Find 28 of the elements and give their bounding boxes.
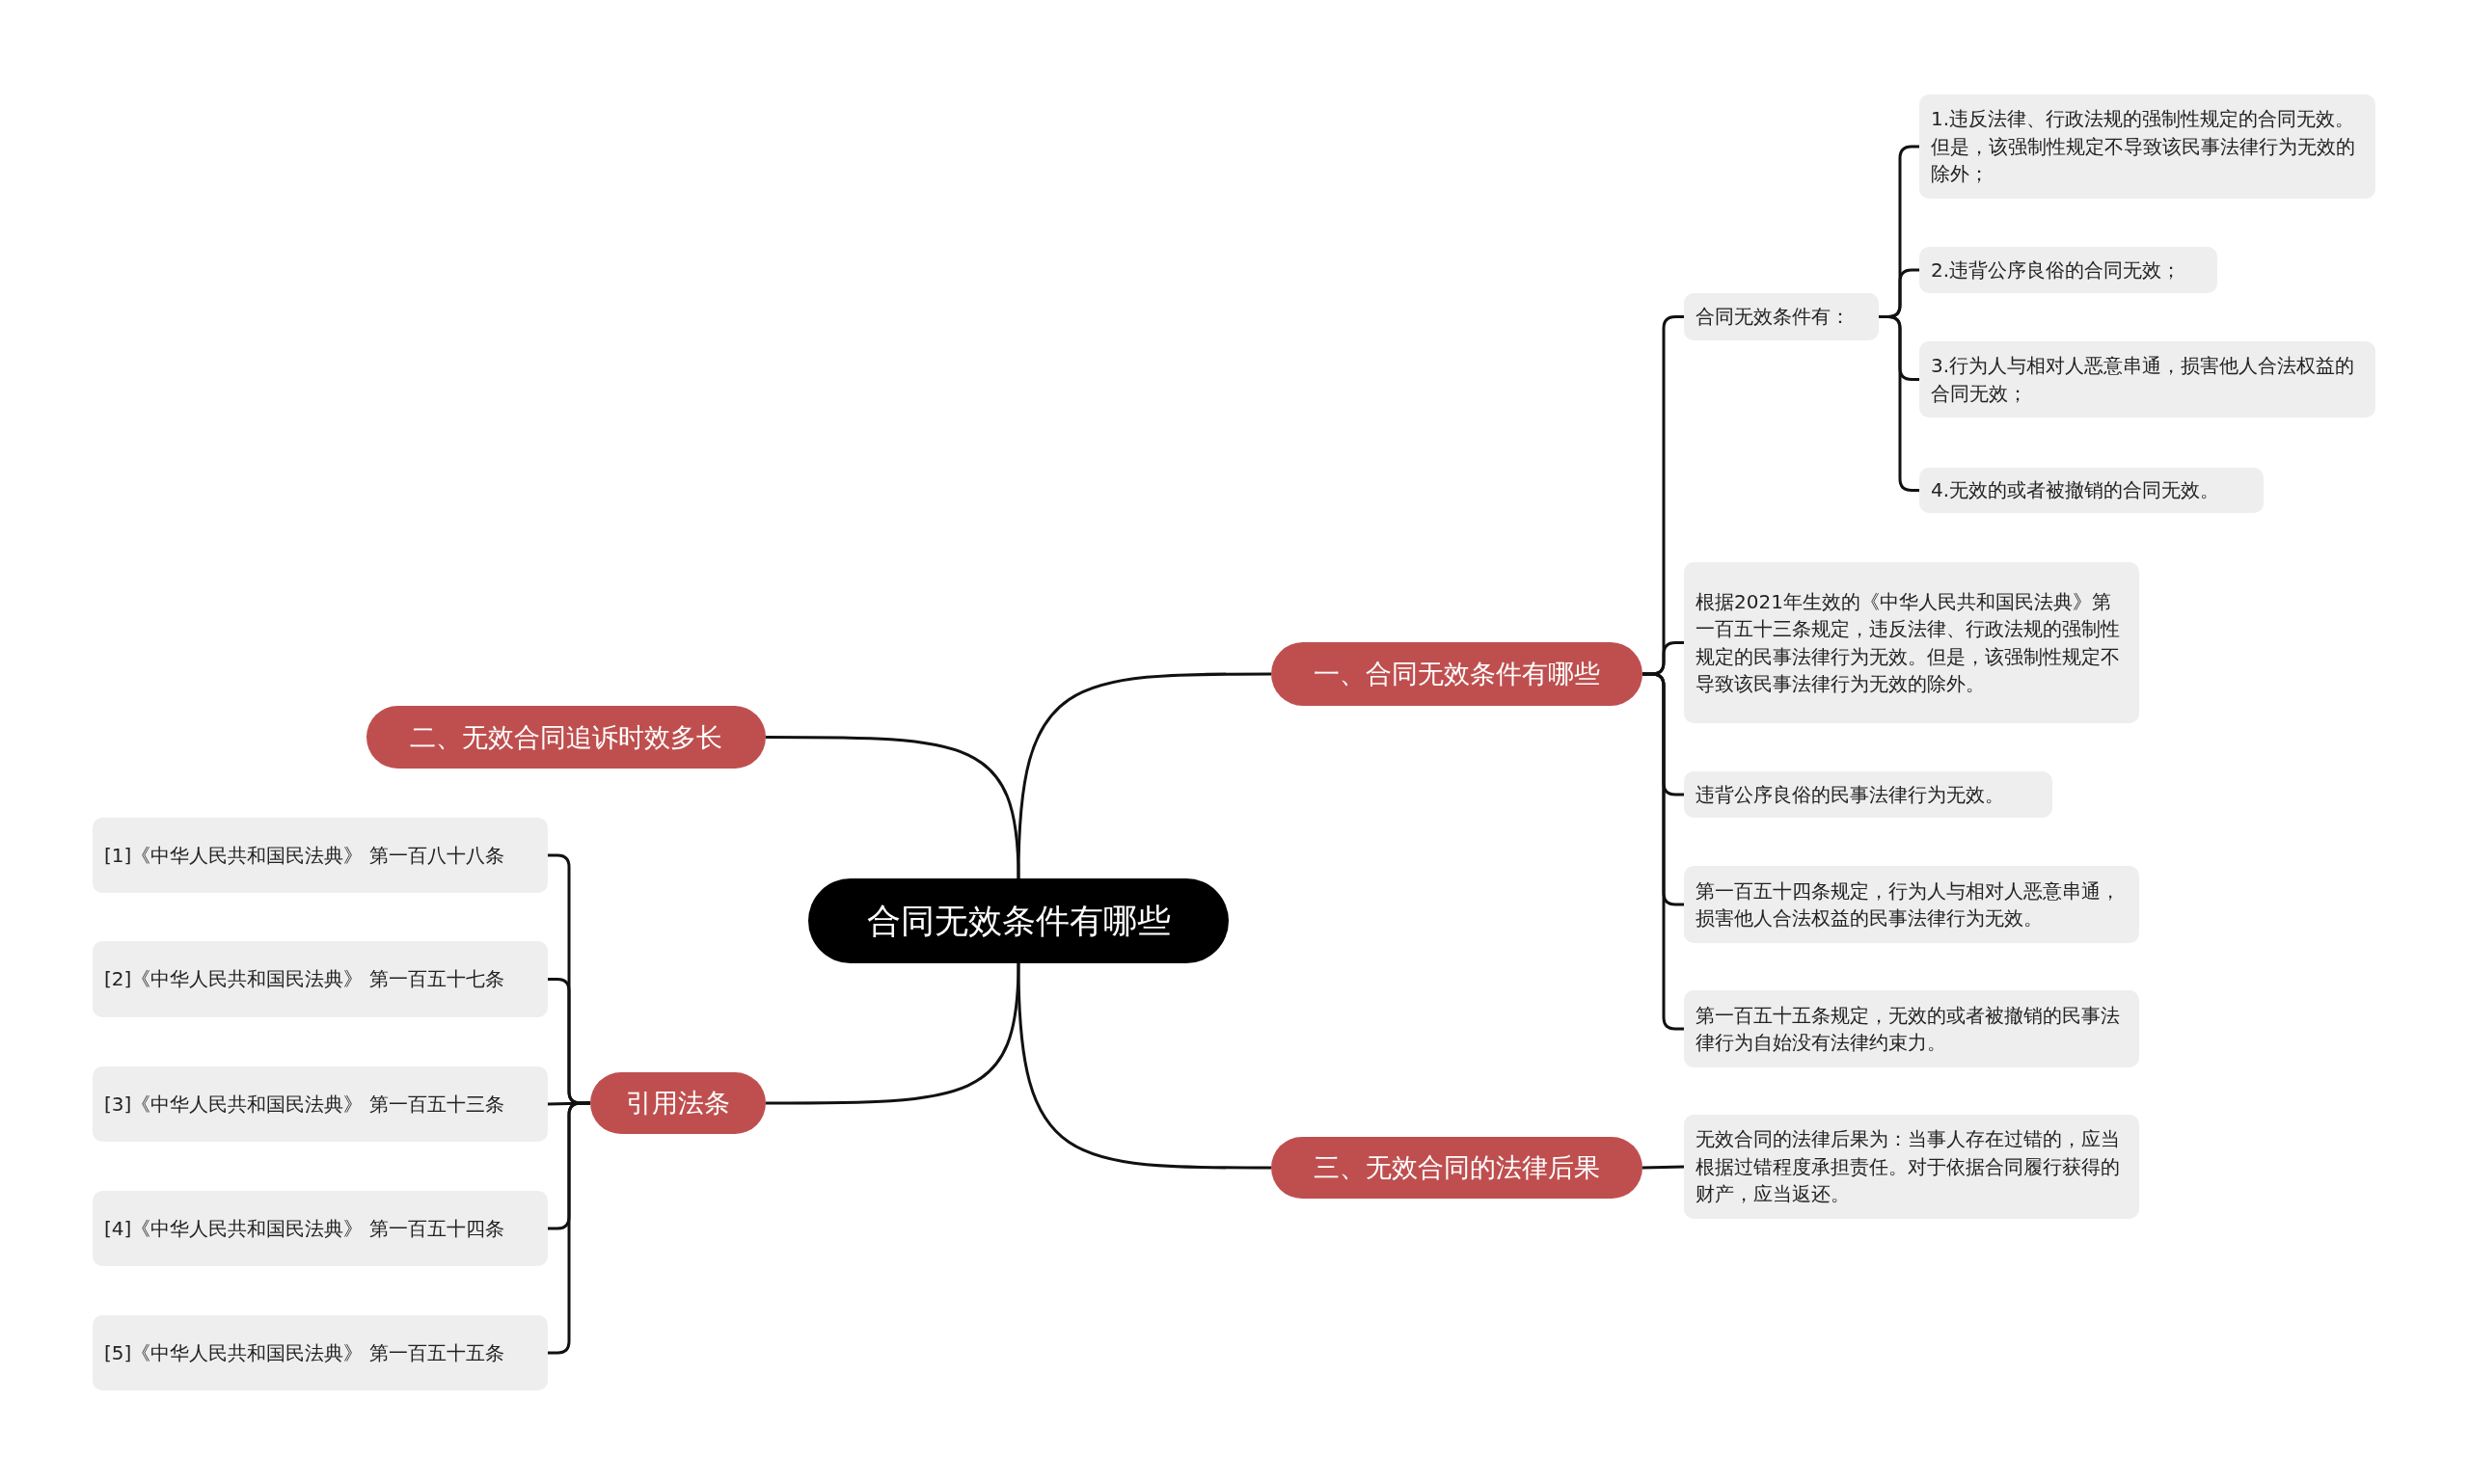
subtopic-card: [2]《中华人民共和国民法典》 第一百五十七条 — [93, 941, 548, 1017]
subtopic-card: 4.无效的或者被撤销的合同无效。 — [1919, 468, 2264, 513]
connector-line — [1641, 1165, 1685, 1170]
subtopic-card: 合同无效条件有： — [1684, 293, 1879, 340]
connector-line — [766, 962, 1020, 1105]
central-topic: 合同无效条件有哪些 — [808, 878, 1229, 963]
subtopic-card: 2.违背公序良俗的合同无效； — [1919, 247, 2217, 293]
subtopic-card: 3.行为人与相对人恶意串通，损害他人合法权益的合同无效； — [1919, 341, 2375, 418]
connector-line — [1642, 672, 1684, 1031]
connector-line — [548, 1101, 590, 1355]
subtopic-card: [3]《中华人民共和国民法典》 第一百五十三条 — [93, 1066, 548, 1142]
branch-topic: 一、合同无效条件有哪些 — [1271, 642, 1642, 706]
connector-line — [1879, 315, 1919, 492]
subtopic-card: 违背公序良俗的民事法律行为无效。 — [1684, 771, 2052, 818]
branch-topic: 二、无效合同追诉时效多长 — [366, 706, 766, 769]
branch-topic: 三、无效合同的法律后果 — [1271, 1137, 1642, 1199]
branch-topic: 引用法条 — [590, 1072, 766, 1134]
subtopic-card: [1]《中华人民共和国民法典》 第一百八十八条 — [93, 818, 548, 893]
subtopic-card: 无效合同的法律后果为：当事人存在过错的，应当根据过错程度承担责任。对于依据合同履行获得的财产，应当返还。 — [1684, 1115, 2139, 1219]
subtopic-card: 第一百五十五条规定，无效的或者被撤销的民事法律行为自始没有法律约束力。 — [1684, 990, 2139, 1067]
subtopic-card: 1.违反法律、行政法规的强制性规定的合同无效。但是，该强制性规定不导致该民事法律行为无效的除外； — [1919, 94, 2375, 199]
connector-line — [1017, 962, 1271, 1170]
subtopic-card: [5]《中华人民共和国民法典》 第一百五十五条 — [93, 1315, 548, 1390]
connector-line — [1017, 672, 1271, 879]
subtopic-card: 根据2021年生效的《中华人民共和国民法典》第一百五十三条规定，违反法律、行政法规的强制性规定的民事法律行为无效。但是，该强制性规定不导致该民事法律行为无效的除外。 — [1684, 562, 2139, 723]
connector-line — [766, 736, 1020, 879]
subtopic-card: 第一百五十四条规定，行为人与相对人恶意串通，损害他人合法权益的民事法律行为无效。 — [1684, 866, 2139, 943]
subtopic-card: [4]《中华人民共和国民法典》 第一百五十四条 — [93, 1191, 548, 1266]
